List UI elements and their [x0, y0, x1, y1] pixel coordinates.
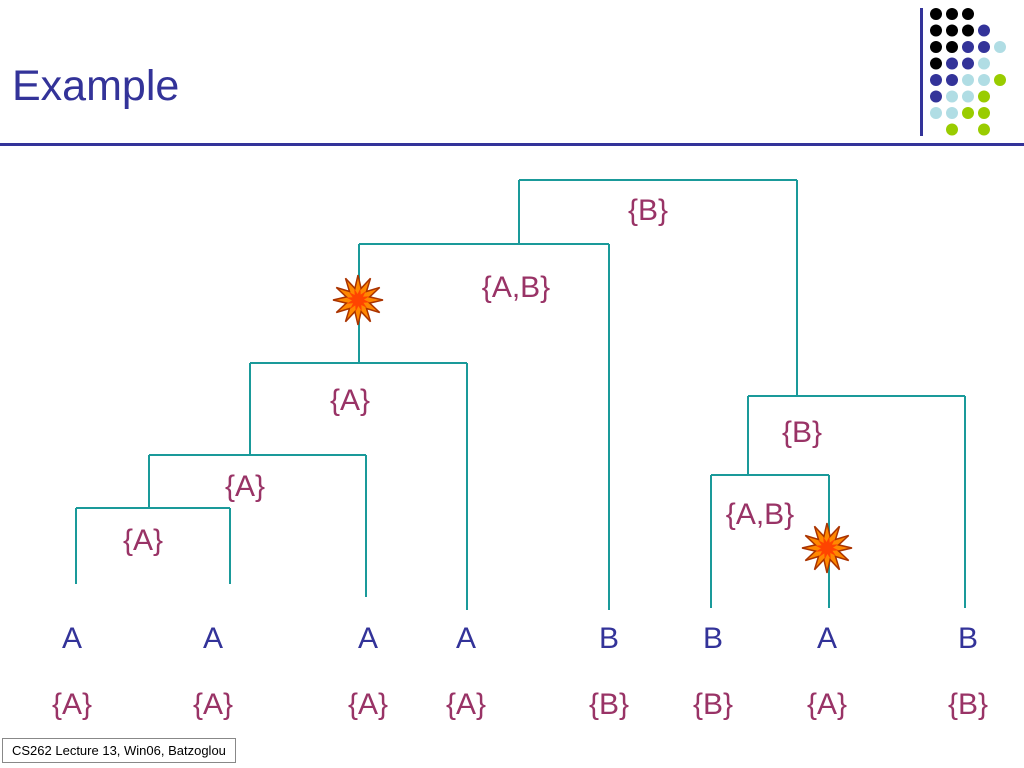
decoration-dot	[930, 90, 942, 103]
leaf-set-label: {A}	[807, 688, 847, 721]
node-set-label-n4: {A,B}	[482, 271, 550, 304]
decoration-dot	[946, 90, 958, 103]
decoration-dot	[930, 107, 942, 119]
leaf-set-label: {A}	[348, 688, 388, 721]
leaf-set-label: {B}	[589, 688, 629, 721]
decoration-dot	[946, 41, 958, 53]
decoration-dot	[994, 41, 1006, 53]
leaf-set-label: {B}	[693, 688, 733, 721]
leaf-label: B	[703, 622, 723, 655]
decoration-dot	[962, 90, 974, 103]
decoration-dot	[930, 57, 942, 70]
decoration-dot	[978, 123, 990, 136]
leaf-set-label: {A}	[52, 688, 92, 721]
node-set-label-n1: {A}	[123, 524, 163, 557]
node-set-label-n2: {A}	[225, 470, 265, 503]
leaf-set-label: {A}	[193, 688, 233, 721]
title-underline	[0, 143, 1024, 146]
leaf-label: A	[817, 622, 837, 655]
decoration-dot	[994, 74, 1006, 86]
decoration-dot	[946, 57, 958, 70]
node-set-label-n6: {B}	[782, 416, 822, 449]
leaf-label: A	[203, 622, 223, 655]
decoration-dot	[962, 8, 974, 20]
corner-vertical-rule	[920, 8, 923, 136]
footer-caption: CS262 Lecture 13, Win06, Batzoglou	[2, 738, 236, 763]
decoration-dot	[962, 107, 974, 119]
decoration-dot	[946, 74, 958, 86]
decoration-dot	[946, 24, 958, 37]
decoration-dot	[930, 41, 942, 53]
decoration-dot	[978, 90, 990, 103]
decoration-dot	[962, 24, 974, 37]
node-set-label-root: {B}	[628, 194, 668, 227]
decoration-dot	[930, 74, 942, 86]
node-set-label-n3: {A}	[330, 384, 370, 417]
mutation-burst-icon-core	[346, 288, 370, 312]
leaf-label: B	[958, 622, 978, 655]
decoration-dot	[978, 107, 990, 119]
mutation-burst-icon-core	[815, 536, 839, 560]
leaf-set-label: {A}	[446, 688, 486, 721]
node-set-label-n5: {A,B}	[726, 498, 794, 531]
leaf-label: B	[599, 622, 619, 655]
leaf-label: A	[358, 622, 378, 655]
decoration-dot	[962, 41, 974, 53]
decoration-dot	[962, 74, 974, 86]
decoration-dot	[978, 74, 990, 86]
decoration-dot	[946, 107, 958, 119]
decoration-dot	[930, 24, 942, 37]
decoration-dot	[978, 41, 990, 53]
leaf-set-label: {B}	[948, 688, 988, 721]
leaf-label: A	[456, 622, 476, 655]
leaf-label: A	[62, 622, 82, 655]
decoration-dot	[978, 24, 990, 37]
decoration-dot	[946, 8, 958, 20]
decoration-dot	[962, 57, 974, 70]
decoration-dot	[946, 123, 958, 136]
decoration-dot	[978, 57, 990, 70]
slide-title: Example	[12, 62, 180, 110]
decoration-dot	[930, 8, 942, 20]
